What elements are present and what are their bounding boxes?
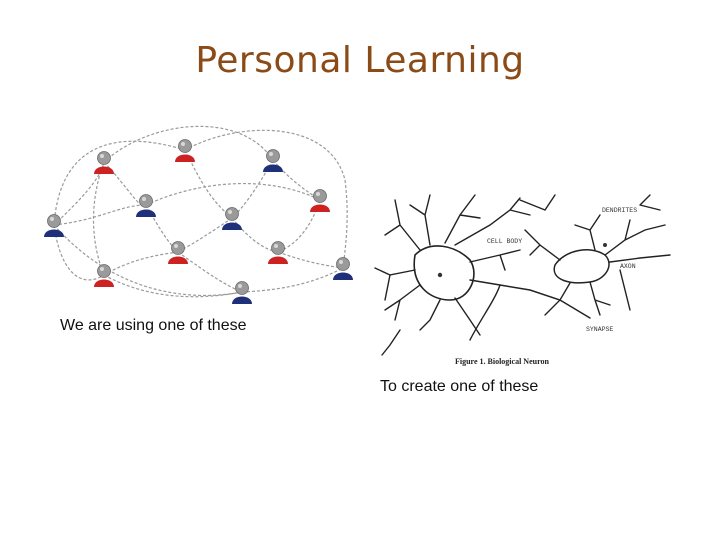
network-caption: We are using one of these — [60, 317, 247, 334]
person-icon — [232, 281, 252, 304]
person-icon — [222, 207, 242, 230]
label-cell-body: CELL BODY — [487, 238, 522, 245]
person-icon — [168, 241, 188, 264]
label-synapse: SYNAPSE — [586, 326, 613, 333]
neuron-strokes — [374, 194, 671, 356]
people-nodes — [44, 139, 353, 304]
person-icon — [44, 214, 64, 237]
neuron-nuclei — [437, 243, 607, 278]
label-dendrites: DENDRITES — [602, 207, 637, 214]
person-icon — [333, 257, 353, 280]
label-axon: AXON — [620, 263, 636, 270]
person-icon — [310, 189, 330, 212]
neuron-caption: To create one of these — [380, 378, 539, 395]
person-icon — [175, 139, 195, 162]
person-icon — [94, 264, 114, 287]
person-icon — [268, 241, 288, 264]
person-icon — [136, 194, 156, 217]
slide-title: Personal Learning — [195, 40, 525, 81]
person-icon — [94, 151, 114, 174]
person-icon — [263, 149, 283, 172]
figure-caption: Figure 1. Biological Neuron — [455, 357, 549, 366]
